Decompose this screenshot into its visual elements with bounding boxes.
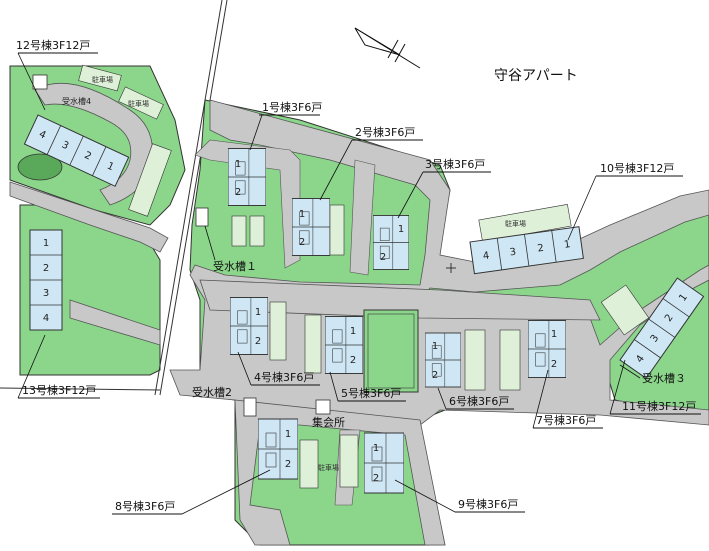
unit-label: 3 (509, 247, 517, 259)
building-10-label: 10号棟3F12戸 (600, 161, 674, 175)
unit-label: 2 (537, 243, 545, 255)
boundary-lines (0, 0, 228, 396)
unit-label: 4 (43, 313, 49, 324)
building-8-label: 8号棟3F6戸 (115, 499, 175, 513)
building-8-block[interactable]: 1 2 (258, 418, 298, 480)
building-5-label: 5号棟3F6戸 (341, 386, 401, 400)
building-11-block[interactable]: 4 3 2 1 (619, 277, 705, 380)
water-tank-2-label: 受水槽2 (192, 386, 232, 399)
parking-label: 駐車場 (505, 219, 526, 228)
unit-label: 2 (350, 355, 356, 366)
unit-label: 1 (105, 161, 115, 174)
water-tank-2-shape (243, 397, 257, 417)
building-1-block[interactable]: 1 2 (228, 148, 266, 206)
building-9-block[interactable]: 1 2 (364, 432, 404, 494)
parking-label: 駐車場 (128, 99, 149, 108)
water-tank-4-label: 受水槽4 (62, 96, 91, 106)
unit-label: 2 (373, 473, 379, 484)
building-7-label: 7号棟3F6戸 (536, 413, 596, 427)
unit-label: 2 (663, 313, 676, 325)
unit-label: 1 (563, 239, 571, 251)
building-9-label: 9号棟3F6戸 (458, 497, 518, 511)
building-4-label: 4号棟3F6戸 (254, 370, 314, 384)
unit-label: 4 (37, 129, 47, 142)
building-11-label: 11号棟3F12戸 (622, 399, 696, 413)
water-tank-3-label: 受水槽３ (642, 372, 686, 385)
unit-label: 3 (60, 139, 70, 152)
building-2-block[interactable]: 1 2 (292, 198, 330, 256)
building-labels: 12号棟3F12戸 1号棟3F6戸 2号棟3F6戸 3号棟3F6戸 10号棟3F… (16, 38, 701, 515)
unit-label: 2 (235, 187, 241, 198)
unit-label: 2 (43, 263, 49, 274)
building-5-block[interactable]: 1 2 (325, 316, 363, 374)
building-1-label: 1号棟3F6戸 (262, 100, 322, 114)
water-tank-1-shape (195, 207, 209, 227)
building-6-label: 6号棟3F6戸 (449, 394, 509, 408)
building-10-block[interactable]: 4 3 2 1 (469, 226, 584, 275)
unit-label: 2 (255, 336, 261, 347)
unit-label: 3 (649, 333, 662, 345)
building-4-block[interactable]: 1 2 (230, 297, 268, 355)
building-7-block[interactable]: 1 2 (528, 320, 566, 378)
unit-label: 4 (482, 251, 490, 263)
building-12-block[interactable]: 4 3 2 1 (23, 114, 130, 187)
unit-label: 3 (43, 288, 49, 299)
unit-label: 1 (285, 429, 291, 440)
building-2-label: 2号棟3F6戸 (355, 125, 415, 139)
building-12-label: 12号棟3F12戸 (16, 38, 90, 52)
unit-label: 1 (677, 292, 690, 304)
meeting-hall-label: 集会所 (312, 415, 345, 429)
map-title: 守谷アパート (494, 68, 578, 84)
unit-label: 1 (255, 307, 261, 318)
unit-label: 2 (551, 359, 557, 370)
parking-label: 駐車場 (318, 463, 339, 472)
unit-label: 1 (350, 326, 356, 337)
parking-labels: 駐車場 駐車場 駐車場 駐車場 (92, 75, 526, 472)
unit-label: 1 (398, 224, 404, 235)
unit-label: 1 (43, 238, 49, 249)
building-6-block[interactable]: 1 2 (425, 332, 461, 388)
unit-label: 2 (82, 150, 92, 163)
unit-label: 2 (380, 252, 386, 263)
unit-label: 1 (235, 159, 241, 170)
building-3-block[interactable]: 1 2 (373, 215, 409, 270)
unit-label: 2 (299, 237, 305, 248)
unit-label: 1 (299, 209, 305, 220)
water-tank-1-label: 受水槽１ (213, 260, 257, 273)
parking-label: 駐車場 (92, 75, 113, 84)
north-arrow-icon (354, 27, 421, 69)
building-3-label: 3号棟3F6戸 (425, 157, 485, 171)
hydrant-icon (446, 263, 456, 273)
unit-label: 2 (432, 370, 438, 381)
unit-label: 4 (634, 353, 647, 365)
unit-label: 1 (373, 443, 379, 454)
meeting-hall-shape (315, 399, 331, 415)
unit-label: 2 (285, 459, 291, 470)
building-13-block[interactable]: 1 2 3 4 (29, 229, 63, 331)
unit-label: 1 (551, 329, 557, 340)
building-13-label: 13号棟3F12戸 (22, 383, 96, 397)
unit-label: 1 (432, 341, 438, 352)
parking-lots (78, 64, 650, 489)
